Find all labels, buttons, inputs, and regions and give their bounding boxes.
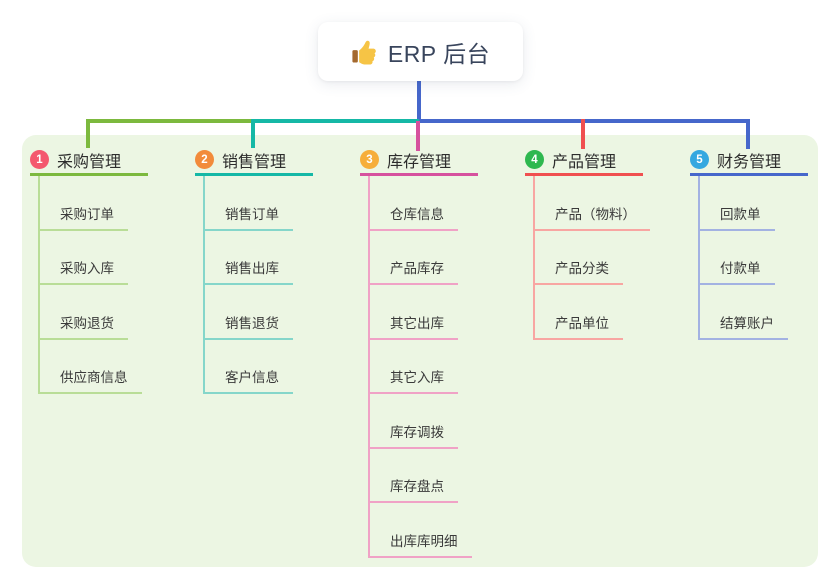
branch-label: 产品管理 [552, 153, 617, 171]
branch-label: 财务管理 [717, 153, 782, 171]
branch-riser-5 [746, 119, 750, 149]
child-item[interactable]: 供应商信息 [40, 340, 160, 394]
branch-inventory: 3 库存管理 仓库信息产品库存其它出库其它入库库存调拨库存盘点出库库明细 [360, 146, 490, 558]
child-item[interactable]: 库存盘点 [370, 449, 490, 503]
child-label: 出库库明细 [370, 530, 472, 558]
children-list: 产品（物料） 产品分类产品单位 [533, 176, 655, 340]
branch-label: 采购管理 [57, 153, 122, 171]
child-item[interactable]: 采购入库 [40, 231, 160, 285]
child-item[interactable]: 其它出库 [370, 285, 490, 340]
branch-riser-3 [416, 121, 420, 151]
child-item[interactable]: 产品分类 [535, 231, 655, 285]
child-label: 库存调拨 [370, 421, 458, 449]
child-label: 销售出库 [205, 257, 293, 285]
branch-header[interactable]: 3 库存管理 [360, 146, 478, 176]
branch-riser-2 [251, 119, 255, 148]
branch-header[interactable]: 2 销售管理 [195, 146, 313, 176]
child-item[interactable]: 采购退货 [40, 285, 160, 340]
child-item[interactable]: 付款单 [700, 231, 820, 285]
child-item[interactable]: 销售订单 [205, 176, 325, 231]
bus-segment-teal [254, 119, 419, 123]
child-label: 仓库信息 [370, 203, 458, 231]
child-item[interactable]: 产品库存 [370, 231, 490, 285]
branch-badge: 2 [195, 150, 214, 169]
child-label: 产品库存 [370, 257, 458, 285]
child-item[interactable]: 其它入库 [370, 340, 490, 394]
root-node[interactable]: ERP 后台 [318, 22, 523, 81]
branch-header[interactable]: 1 采购管理 [30, 146, 148, 176]
child-label: 产品（物料） [535, 203, 650, 231]
child-label: 回款单 [700, 203, 775, 231]
child-item[interactable]: 产品（物料） [535, 176, 655, 231]
child-item[interactable]: 采购订单 [40, 176, 160, 231]
child-label: 销售退货 [205, 312, 293, 340]
child-label: 销售订单 [205, 203, 293, 231]
child-label: 库存盘点 [370, 475, 458, 503]
branch-purchase: 1 采购管理 采购订单采购入库采购退货供应商信息 [30, 146, 160, 394]
branch-finance: 5 财务管理 回款单付款单结算账户 [690, 146, 820, 340]
children-list: 回款单付款单结算账户 [698, 176, 820, 340]
child-item[interactable]: 出库库明细 [370, 503, 490, 558]
child-item[interactable]: 销售退货 [205, 285, 325, 340]
child-item[interactable]: 结算账户 [700, 285, 820, 340]
child-label: 结算账户 [700, 312, 788, 340]
root-stem-line [417, 80, 421, 122]
branch-sales: 2 销售管理 销售订单销售出库销售退货客户信息 [195, 146, 325, 394]
thumbs-up-icon [351, 39, 377, 65]
child-label: 采购入库 [40, 257, 128, 285]
branch-header[interactable]: 5 财务管理 [690, 146, 808, 176]
child-item[interactable]: 回款单 [700, 176, 820, 231]
children-list: 采购订单采购入库采购退货供应商信息 [38, 176, 160, 394]
bus-segment-green [87, 119, 254, 123]
children-list: 仓库信息产品库存其它出库其它入库库存调拨库存盘点出库库明细 [368, 176, 490, 558]
branch-riser-4 [581, 119, 585, 149]
branch-riser-1 [86, 119, 90, 148]
child-label: 客户信息 [205, 366, 293, 394]
child-item[interactable]: 客户信息 [205, 340, 325, 394]
child-label: 产品单位 [535, 312, 623, 340]
child-label: 产品分类 [535, 257, 623, 285]
root-label: ERP 后台 [387, 40, 491, 67]
branch-label: 库存管理 [387, 153, 452, 171]
branches-panel [22, 135, 818, 567]
child-label: 采购订单 [40, 203, 128, 231]
branch-product: 4 产品管理 产品（物料） 产品分类产品单位 [525, 146, 655, 340]
child-label: 采购退货 [40, 312, 128, 340]
child-label: 供应商信息 [40, 366, 142, 394]
child-label: 其它出库 [370, 312, 458, 340]
child-label: 其它入库 [370, 366, 458, 394]
branch-header[interactable]: 4 产品管理 [525, 146, 643, 176]
child-item[interactable]: 库存调拨 [370, 394, 490, 449]
children-list: 销售订单销售出库销售退货客户信息 [203, 176, 325, 394]
branch-badge: 1 [30, 150, 49, 169]
child-label: 付款单 [700, 257, 775, 285]
branch-badge: 3 [360, 150, 379, 169]
branch-label: 销售管理 [222, 153, 287, 171]
branch-badge: 5 [690, 150, 709, 169]
child-item[interactable]: 仓库信息 [370, 176, 490, 231]
child-item[interactable]: 产品单位 [535, 285, 655, 340]
child-item[interactable]: 销售出库 [205, 231, 325, 285]
branch-badge: 4 [525, 150, 544, 169]
